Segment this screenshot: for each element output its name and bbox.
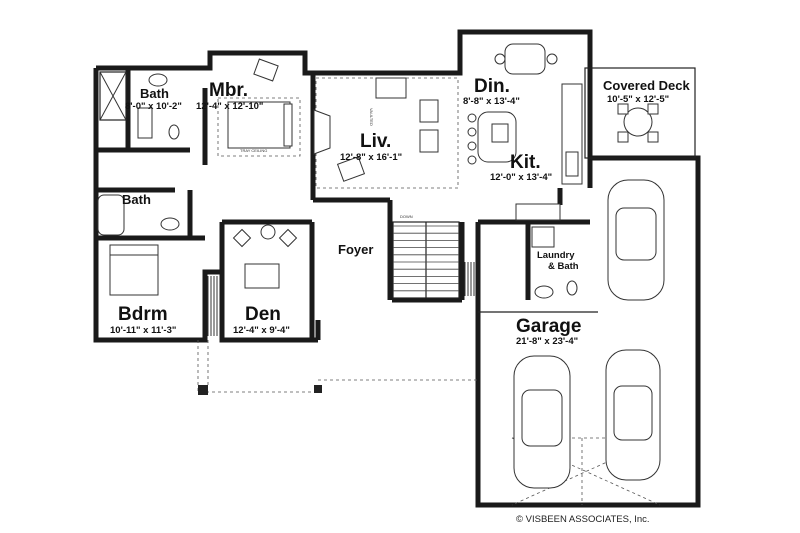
closet-hatching: [99, 71, 475, 336]
stair-note: DOWN: [400, 214, 413, 219]
stairs: [392, 221, 460, 299]
den-dims: 12'-4" x 9'-4": [233, 325, 290, 336]
bdrm-dims: 10'-11" x 11'-3": [110, 325, 176, 336]
vaulted-note: VAULTED: [369, 108, 374, 126]
car-left: [513, 355, 571, 489]
bdrm-name: Bdrm: [118, 304, 168, 325]
car-top: [607, 179, 665, 301]
liv-name: Liv.: [360, 131, 391, 152]
garage-name: Garage: [516, 316, 581, 337]
mbr-bath-dims: 8'-0" x 10'-2": [125, 101, 182, 112]
mbr-bath-name: Bath: [140, 86, 169, 101]
copyright: © VISBEEN ASSOCIATES, Inc.: [516, 514, 650, 525]
foyer-name: Foyer: [338, 242, 373, 257]
dashed-lines: [197, 77, 661, 506]
car-right: [605, 349, 661, 481]
bath2-name: Bath: [122, 192, 151, 207]
exterior-walls: [93, 29, 701, 508]
laundry-line2: & Bath: [548, 261, 579, 272]
liv-dims: 12'-8" x 16'-1": [340, 152, 402, 163]
kit-name: Kit.: [510, 152, 541, 173]
tray-ceiling-note: TRAY CEILING: [240, 148, 267, 153]
room-labels: Bath 8'-0" x 10'-2" Mbr. 12'-4" x 12'-10…: [110, 76, 690, 347]
deck-name: Covered Deck: [603, 78, 690, 93]
furniture: [97, 43, 665, 489]
garage-dims: 21'-8" x 23'-4": [516, 336, 578, 347]
interior-walls: [96, 68, 590, 340]
kit-dims: 12'-0" x 13'-4": [490, 172, 552, 183]
deck-dims: 10'-5" x 12'-5": [607, 94, 669, 105]
den-name: Den: [245, 304, 281, 325]
mbr-dims: 12'-4" x 12'-10": [196, 101, 263, 112]
din-name: Din.: [474, 76, 510, 97]
mbr-name: Mbr.: [209, 80, 248, 101]
din-dims: 8'-8" x 13'-4": [463, 96, 520, 107]
laundry-line1: Laundry: [537, 250, 575, 261]
